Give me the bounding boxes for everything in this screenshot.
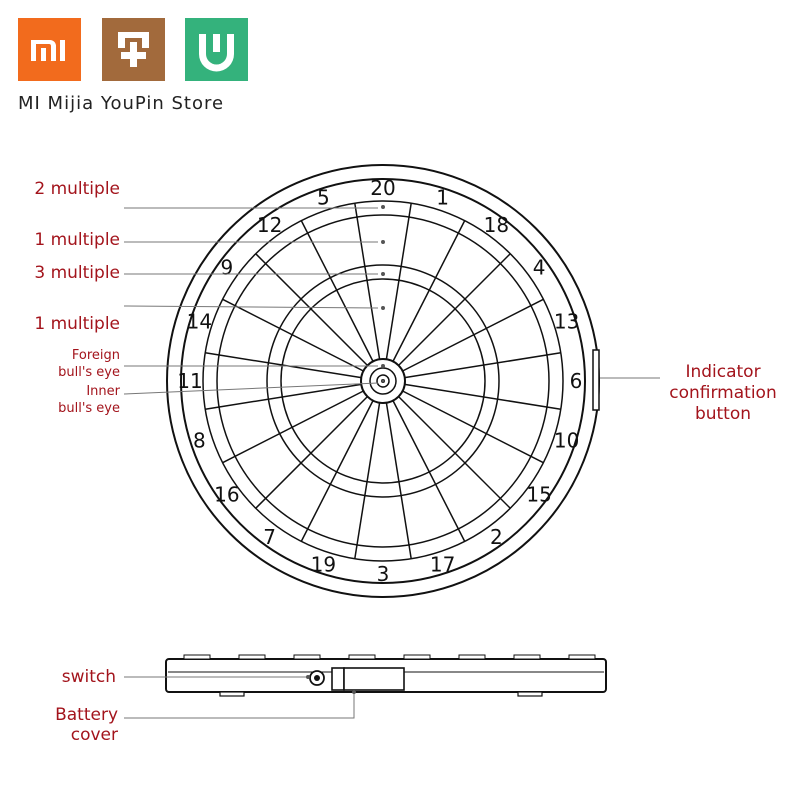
single-inner-zone-dot (381, 306, 385, 310)
callout-indicator-line1: Indicator (685, 362, 760, 382)
side-top-tab (238, 654, 266, 660)
segment-numbers: 20 1 18 4 13 6 10 15 2 17 3 19 7 16 8 11 14 9 12 5 (177, 176, 582, 586)
indicator-button[interactable] (592, 349, 600, 411)
segment-number: 16 (214, 482, 239, 506)
side-foot-left (219, 691, 245, 697)
youpin-logo (102, 18, 165, 81)
callout-single-inner: 1 multiple (34, 314, 120, 334)
callout-inner-bull-line2: bull's eye (58, 401, 120, 416)
callout-outer-bull-line2: bull's eye (58, 365, 120, 380)
segment-number: 5 (317, 185, 330, 209)
callout-double: 2 multiple (34, 179, 120, 199)
single-inner-leader (123, 305, 379, 309)
segment-number: 8 (193, 429, 206, 453)
segment-divider (205, 352, 362, 379)
segment-divider (255, 396, 368, 509)
side-top-tab (348, 654, 376, 660)
segment-divider (354, 402, 381, 559)
single-outer-zone-dot (381, 240, 385, 244)
side-top-tab (183, 654, 211, 660)
inner-bull-leader (123, 382, 379, 395)
callout-single-outer: 1 multiple (34, 230, 120, 250)
callout-battery-line2: cover (71, 725, 118, 745)
outer-bull-dot (381, 364, 385, 368)
mi-logo (18, 18, 81, 81)
side-top-tab (293, 654, 321, 660)
segment-dividers (205, 203, 561, 559)
double-ring-outer (202, 200, 564, 562)
youpin-logo-glyph (118, 32, 149, 67)
side-view (165, 654, 607, 697)
segment-number: 13 (554, 309, 579, 333)
side-top-tab (458, 654, 486, 660)
segment-number: 12 (257, 213, 282, 237)
segment-divider (402, 298, 544, 372)
mi-logo-glyph (31, 40, 65, 61)
segment-divider (354, 203, 381, 360)
inner-bull-dot (381, 379, 385, 383)
battery-cover-latch[interactable] (331, 667, 345, 691)
segment-number: 3 (377, 562, 390, 586)
segment-divider (385, 402, 412, 559)
segment-number: 18 (484, 213, 509, 237)
callout-indicator-line3: button (695, 404, 751, 424)
side-top-tab (403, 654, 431, 660)
segment-number: 2 (490, 525, 503, 549)
segment-divider (398, 396, 511, 509)
callout-indicator-line2: confirmation (669, 383, 776, 403)
segment-number: 9 (221, 256, 234, 280)
segment-number: 7 (263, 525, 276, 549)
segment-divider (205, 383, 362, 410)
triple-ring-inner (280, 278, 486, 484)
side-top-tabs (183, 654, 596, 660)
segment-number: 11 (177, 369, 202, 393)
switch-dot (306, 675, 310, 679)
battery-leader (124, 692, 355, 719)
triple-zone-dot (381, 272, 385, 276)
double-ring-inner (216, 214, 550, 548)
callout-switch: switch (62, 667, 116, 687)
segment-divider (392, 220, 466, 362)
mijia-logo (185, 18, 248, 81)
segment-number: 15 (526, 482, 551, 506)
dartboard: 20 1 18 4 13 6 10 15 2 17 3 19 7 16 8 11 14 9 12 5 (166, 164, 600, 598)
double-zone-dot (381, 205, 385, 209)
segment-divider (385, 203, 412, 360)
callout-triple: 3 multiple (34, 263, 120, 283)
segment-divider (300, 220, 374, 362)
segment-divider (392, 400, 466, 542)
mijia-logo-glyph (199, 34, 234, 72)
store-name: MI Mijia YouPin Store (18, 93, 225, 114)
side-top-tab (568, 654, 596, 660)
segment-divider (404, 352, 561, 379)
callout-battery-line1: Battery (55, 705, 118, 725)
side-top-tab (513, 654, 541, 660)
number-ring-edge (180, 178, 586, 584)
segment-number: 1 (436, 185, 449, 209)
segment-divider (398, 253, 511, 366)
segment-number: 10 (554, 429, 579, 453)
battery-cover[interactable] (343, 667, 405, 691)
power-switch-center (314, 675, 320, 681)
segment-divider (404, 383, 561, 410)
callout-inner-bull-line1: Inner (86, 384, 120, 399)
callout-outer-bull-line1: Foreign (72, 348, 120, 363)
segment-divider (300, 400, 374, 542)
segment-number: 17 (430, 553, 455, 577)
segment-number: 4 (533, 256, 546, 280)
segment-number: 6 (570, 369, 583, 393)
segment-divider (222, 298, 364, 372)
inner-bull (376, 374, 390, 388)
segment-divider (402, 390, 544, 464)
triple-ring-outer (266, 264, 500, 498)
segment-number: 20 (370, 176, 395, 200)
side-foot-right (517, 691, 543, 697)
segment-number: 19 (311, 553, 336, 577)
segment-divider (255, 253, 368, 366)
battery-dot (352, 690, 356, 694)
segment-number: 14 (187, 309, 212, 333)
segment-divider (222, 390, 364, 464)
